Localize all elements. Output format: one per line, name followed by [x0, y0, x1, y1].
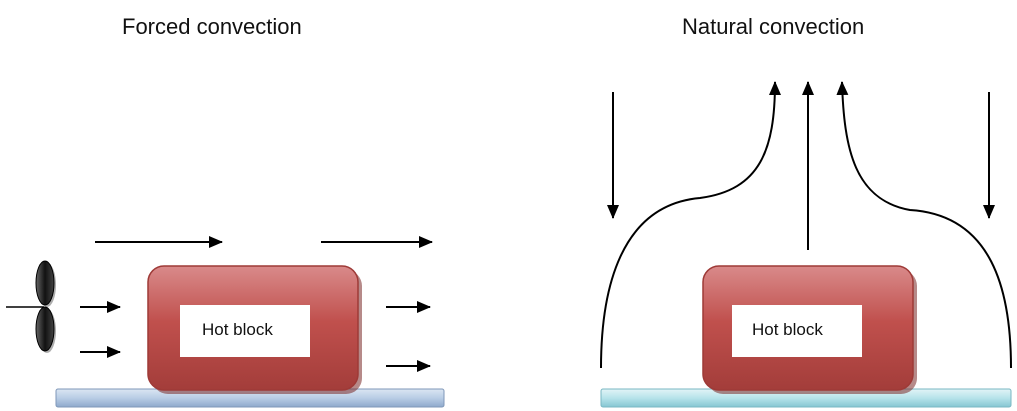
- forced-hot-block-label-box: [180, 305, 310, 357]
- natural-panel: [600, 81, 1012, 408]
- natural-arrow-curve-right: [836, 81, 1012, 369]
- natural-arrow-curve-left: [600, 81, 781, 369]
- forced-convection-title: Forced convection: [122, 14, 302, 39]
- natural-hot-block-label: Hot block: [752, 320, 823, 339]
- forced-hot-block-label: Hot block: [202, 320, 273, 339]
- natural-hot-block-label-box: [732, 305, 862, 357]
- fan-icon: [6, 260, 56, 353]
- natural-convection-title: Natural convection: [682, 14, 865, 39]
- forced-panel: [6, 236, 445, 408]
